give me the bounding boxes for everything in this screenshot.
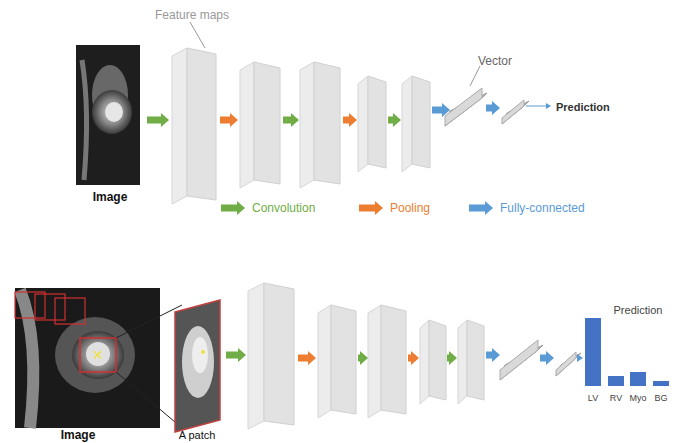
legend-item: Convolution [220,200,315,216]
flow-arrow [546,103,551,109]
svg-text:✕: ✕ [92,347,104,363]
flow-arrow [283,113,299,127]
flow-arrow [540,351,554,365]
flow-arrow [343,113,357,127]
image-label: Image [61,428,96,442]
feature-map [358,76,386,172]
legend-text: Convolution [252,201,315,215]
feature-map [240,62,280,188]
output-label: Prediction [556,100,610,114]
legend-swatch [220,200,246,216]
flow-arrow [388,113,401,127]
mri-image: ✕ [15,288,182,428]
mri-image [76,45,140,185]
legend-item: Pooling [358,200,430,216]
flow-arrow [432,103,450,117]
flow-arrow [526,106,546,107]
bar-label: Myo [629,391,646,405]
feature-map [458,320,484,404]
feature-map [248,283,294,429]
flow-arrow [486,348,500,362]
flow-arrow [447,351,457,365]
vector [445,88,487,126]
flow-arrow [577,354,583,362]
vector [500,340,543,380]
patch-label: A patch [179,428,216,442]
flow-arrow [486,101,500,115]
legend-item: Fully-connected [468,200,585,216]
feature-map [420,320,446,404]
legend-text: Pooling [390,201,430,215]
flow-arrow [147,113,169,127]
callout-label: Vector [478,54,512,68]
legend-text: Fully-connected [500,201,585,215]
legend-swatch [468,200,494,216]
leader-line [470,66,480,86]
chart-title: Prediction [614,303,663,317]
bar-label: BG [654,391,667,405]
legend-swatch [358,200,384,216]
feature-map [402,76,430,172]
image-patch [175,300,220,432]
flow-arrow [298,351,316,365]
callout-label: Feature maps [155,8,229,22]
bar-label: LV [588,391,598,405]
feature-map [172,48,216,204]
vector [502,100,529,124]
image-label: Image [93,190,128,204]
prediction-bars [585,318,669,386]
leader-line [190,22,205,48]
feature-map [318,305,356,418]
flow-arrow [220,113,238,127]
flow-arrow [226,348,246,362]
flow-arrow [408,351,419,365]
feature-map [300,62,340,188]
bar-label: RV [610,391,622,405]
feature-map [368,305,406,418]
flow-arrow [358,351,368,365]
